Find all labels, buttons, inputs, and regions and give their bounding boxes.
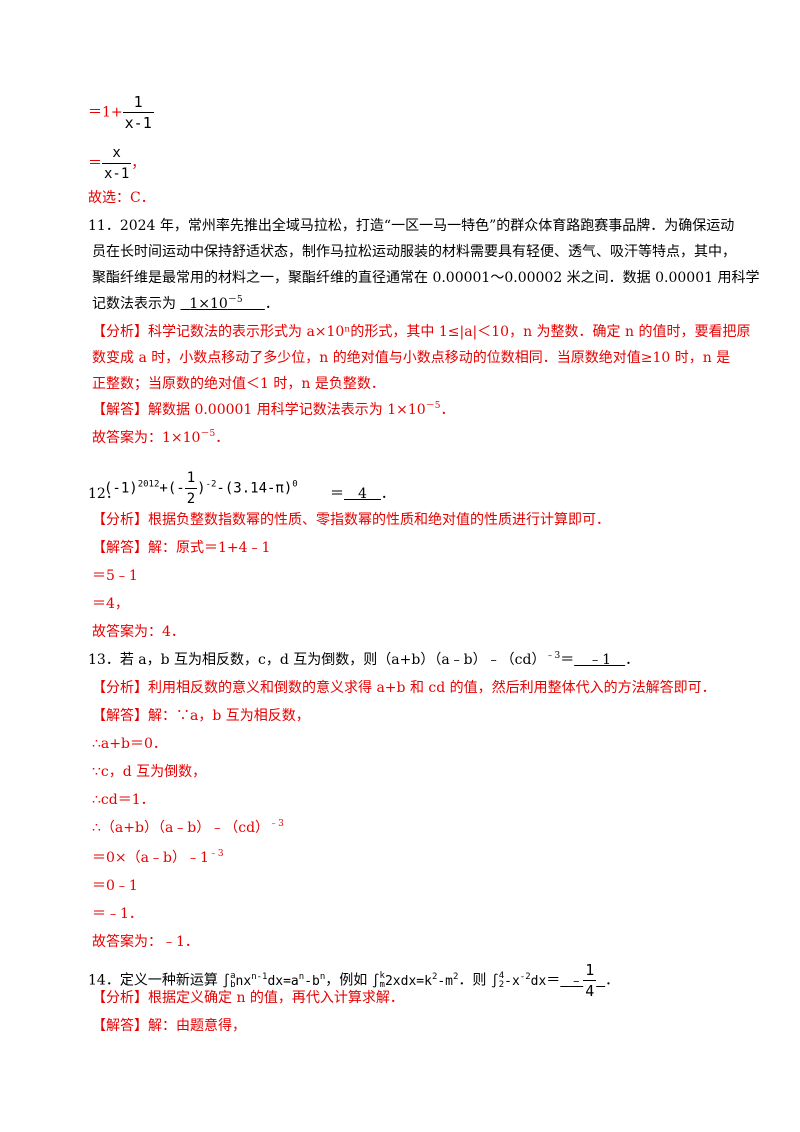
q13-step3: ∴cd＝1． — [92, 792, 155, 808]
q12-answer-blank: 4 — [344, 486, 381, 502]
q13-question: 13．若 a，b 互为相反数，c，d 互为倒数，则（a+b）（a﹣b）﹣（cd）… — [88, 651, 640, 669]
q13-analysis: 【分析】利用相反数的意义和倒数的意义求得 a+b 和 cd 的值，然后利用整体代… — [92, 680, 716, 696]
q13-answer: 故答案为：﹣1． — [92, 934, 199, 950]
q11-text-line2: 员在长时间运动中保持舒适状态，制作马拉松运动服装的材料需要具有轻便、透气、吸汗等… — [92, 244, 736, 260]
q11-answer-blank: 1×10－5 — [189, 295, 243, 313]
q11-analysis-line2: 数变成 a 时，小数点移动了多少位，n 的绝对值与小数点移动的位数相同．当原数绝… — [92, 350, 731, 366]
q13-step1: ∴a+b＝0． — [92, 736, 167, 752]
q12-analysis: 【分析】根据负整数指数幂的性质、零指数幂的性质和绝对值的性质进行计算即可． — [92, 512, 610, 528]
q13-solution: 【解答】解：∵a，b 互为相反数， — [92, 708, 310, 724]
q11-analysis-line1: 【分析】科学记数法的表示形式为 a×10ⁿ的形式，其中 1≤|a|＜10，n 为… — [92, 324, 751, 340]
q12-answer-line: ＝ 4 ． — [330, 486, 395, 502]
q13-step5: ＝0×（a﹣b）﹣1﹣3 — [92, 849, 224, 867]
q10-answer: 故选：C． — [88, 190, 155, 206]
q13-step6: ＝0﹣1 — [92, 878, 138, 894]
q12-num: 12． — [88, 486, 120, 502]
q12-step2: ＝4， — [92, 596, 129, 612]
q11-text-line4: 记数法表示为 1×10－5 ． — [92, 295, 279, 313]
q12-solution: 【解答】解：原式＝1+4﹣1 — [92, 540, 271, 556]
q11-solution: 【解答】解数据 0.00001 用科学记数法表示为 1×10－5． — [92, 401, 455, 419]
q13-step7: ＝﹣1． — [92, 906, 143, 922]
q14-solution: 【解答】解：由题意得， — [92, 1018, 246, 1034]
q14-analysis: 【分析】根据定义确定 n 的值，再代入计算求解． — [92, 990, 404, 1006]
q13-answer-blank: ﹣1 — [574, 652, 626, 668]
q11-analysis-line3: 正整数；当原数的绝对值＜1 时，n 是负整数． — [92, 376, 385, 392]
q11-answer: 故答案为：1×10－5． — [92, 429, 230, 447]
q13-step2: ∵c，d 互为倒数， — [92, 764, 207, 780]
q11-text-line1: 11．2024 年，常州率先推出全域马拉松，打造“一区一马一特色”的群众体育路跑… — [88, 218, 735, 234]
q12-answer: 故答案为：4． — [92, 624, 185, 640]
q12-step1: ＝5﹣1 — [92, 568, 138, 584]
q13-step4: ∴（a+b）（a﹣b）﹣（cd）﹣3 — [92, 819, 284, 837]
q11-text-line3: 聚酯纤维是最常用的材料之一，聚酯纤维的直径通常在 0.00001～0.00002… — [92, 270, 760, 286]
